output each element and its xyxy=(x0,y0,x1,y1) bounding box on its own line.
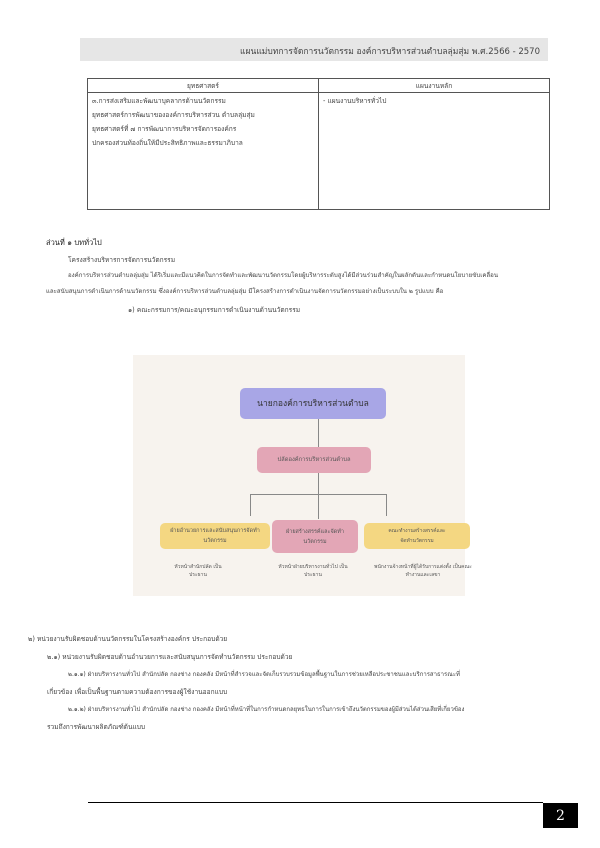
column-header-strategy: ยุทธศาสตร์ xyxy=(87,78,319,93)
paragraph-line: และสนับสนุนการดำเนินการด้านนวัตกรรม ซึ่ง… xyxy=(46,288,444,295)
footer-divider xyxy=(88,802,543,803)
list-item: ๒.๑.๑) ฝ่ายบริหารงานทั่วไป สำนักปลัด กอง… xyxy=(68,671,460,678)
section-heading: ส่วนที่ ๑ บททั่วไป xyxy=(46,238,102,247)
org-box-working-group: คณะทำงานสร้างสรรค์และจัดทำนวัตกรรม xyxy=(364,523,470,549)
caption-working-group: พนักงานจ้างหน้าที่ผู้ได้รับการแต่งตั้ง เ… xyxy=(374,564,472,578)
caption-support: หัวหน้าสำนักปลัด เป็นประธาน xyxy=(174,564,222,578)
list-item: ๒) หน่วยงานรับผิดชอบด้านนวัตกรรมในโครงสร… xyxy=(28,635,228,643)
org-box-creative: ฝ่ายสร้างสรรค์และจัดทำนวัตกรรม xyxy=(272,520,358,553)
column-header-plan: แผนงานหลัก xyxy=(318,78,550,93)
paragraph-line: องค์การบริหารส่วนตำบลลุ่มสุ่ม ได้ริเริ่ม… xyxy=(68,272,498,279)
caption-creative: หัวหน้าฝ่ายบริหารงานทั่วไป เป็นประธาน xyxy=(278,564,348,578)
strategy-cell: ๓.การส่งเสริมและพัฒนาบุคลากรด้านนวัตกรรม… xyxy=(87,92,319,210)
list-item: ๒.๑.๒) ฝ่ายบริหารงานทั่วไป สำนักปลัด กอง… xyxy=(68,706,465,713)
page-header: แผนแม่บทการจัดการนวัตกรรม องค์การบริหารส… xyxy=(80,38,548,61)
org-chart: นายกองค์การบริหารส่วนตำบล ปลัดองค์การบริ… xyxy=(133,355,472,596)
page-number: 2 xyxy=(543,803,578,828)
list-item: ๒.๑) หน่วยงานรับผิดชอบด้านอำนวยการและสนั… xyxy=(47,653,293,661)
header-title: แผนแม่บทการจัดการนวัตกรรม องค์การบริหารส… xyxy=(240,47,540,57)
org-box-support: ฝ่ายอำนวยการและสนับสนุนการจัดทำนวัตกรรม xyxy=(160,523,270,549)
plan-cell: - แผนงานบริหารทั่วไป xyxy=(318,92,550,210)
strategy-line: ปกครองส่วนท้องถิ่นให้มีประสิทธิภาพและธรร… xyxy=(92,139,243,147)
strategy-line: ยุทธศาสตร์ที่ ๗ การพัฒนาการบริหารจัดการอ… xyxy=(92,125,237,133)
org-box-mayor: นายกองค์การบริหารส่วนตำบล xyxy=(240,388,386,419)
org-box-chief-admin: ปลัดองค์การบริหารส่วนตำบล xyxy=(257,447,371,473)
strategy-line: ๓.การส่งเสริมและพัฒนาบุคลากรด้านนวัตกรรม xyxy=(92,97,226,105)
section-subheading: โครงสร้างบริหารการจัดการนวัตกรรม xyxy=(68,256,176,264)
list-item-continued: รวมถึงการพัฒนาผลิตภัณฑ์ต้นแบบ xyxy=(47,723,146,731)
strategy-line: ยุทธศาสตร์การพัฒนาขององค์การบริหารส่วน ต… xyxy=(92,111,255,119)
list-item-continued: เกี่ยวข้อง เพื่อเป็นพื้นฐานตามความต้องกา… xyxy=(47,688,228,696)
list-item: ๑) คณะกรรมการ/คณะอนุกรรมการดำเนินงานด้าน… xyxy=(128,306,301,314)
strategy-table: ยุทธศาสตร์ แผนงานหลัก ๓.การส่งเสริมและพั… xyxy=(87,78,550,210)
